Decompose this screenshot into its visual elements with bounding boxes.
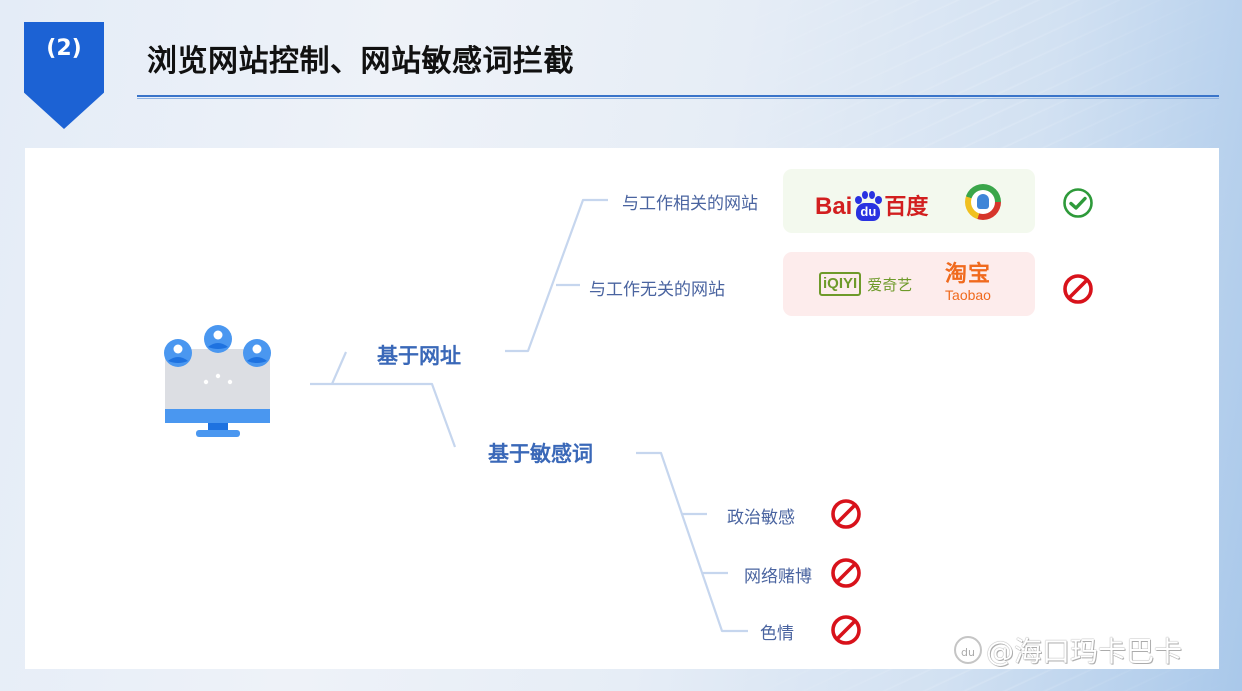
check-circle-icon [1063,188,1093,218]
prohibited-icon [831,558,861,588]
node-gambling: 网络赌博 [744,567,812,587]
baidu-logo: Bai du 百度 [815,191,929,221]
prohibited-icon [831,499,861,529]
monitor-with-users-icon [164,325,272,439]
branch-url-based: 基于网址 [377,344,461,368]
watermark: du @海口玛卡巴卡 [954,630,1182,670]
iqiyi-logo: iQIYI 爱奇艺 [819,272,912,296]
node-political: 政治敏感 [727,508,795,528]
prohibited-icon [831,615,861,645]
blocked-sites-box: iQIYI 爱奇艺 淘宝 Taobao [783,252,1035,316]
node-non-work-sites: 与工作无关的网站 [589,280,725,300]
node-pornography: 色情 [760,624,794,644]
baidu-paw-icon: du [954,636,982,664]
page-title: 浏览网站控制、网站敏感词拦截 [147,44,574,79]
tencent-logo [965,184,1001,220]
taobao-logo: 淘宝 Taobao [945,262,992,303]
section-number: (2) [46,36,82,61]
branch-keyword-based: 基于敏感词 [488,442,593,466]
baidu-paw-icon: du [853,191,883,221]
node-work-related-sites: 与工作相关的网站 [622,194,758,214]
title-divider [137,95,1219,99]
allowed-sites-box: Bai du 百度 [783,169,1035,233]
prohibited-icon [1063,274,1093,304]
